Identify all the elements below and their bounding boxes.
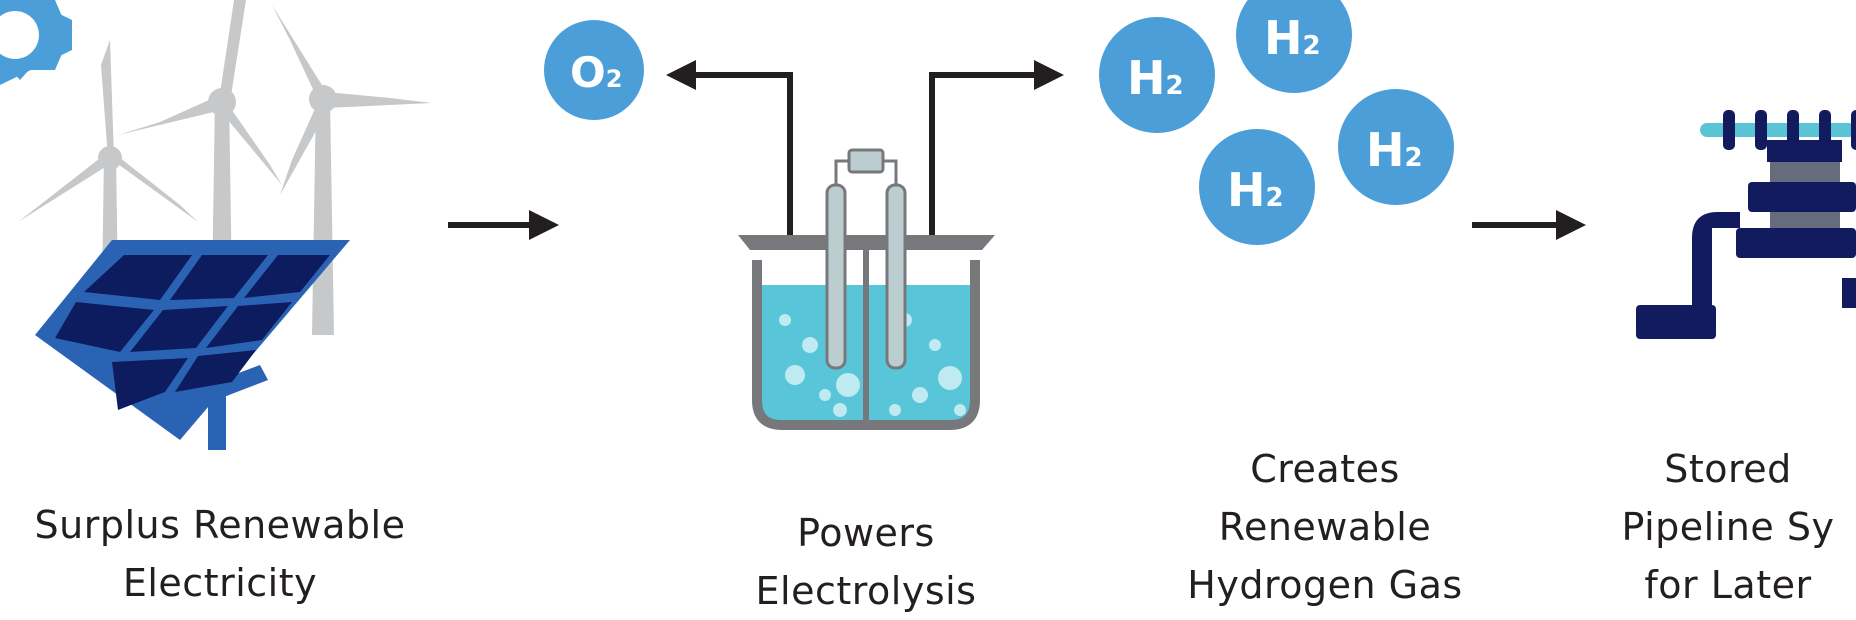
electrolysis-beaker-icon (738, 148, 995, 430)
pipeline-valve-icon (1636, 110, 1856, 339)
oxygen-molecule: O2 (544, 20, 644, 120)
hydrogen-molecule: H2 (1099, 17, 1215, 133)
svg-text:O2: O2 (570, 48, 622, 97)
wind-turbine-icon (18, 0, 432, 335)
hydrogen-outflow-arrow (929, 60, 1064, 243)
step-caption-electrolysis: Powers Electrolysis (755, 511, 977, 613)
hydrogen-molecule: H2 (1236, 0, 1352, 93)
svg-text:H2: H2 (1127, 51, 1184, 105)
solar-panel-icon (35, 240, 350, 450)
hydrogen-molecule: H2 (1338, 89, 1454, 205)
oxygen-outflow-arrow (666, 60, 793, 243)
step-caption-storage: Stored Pipeline Sy for Later (1621, 447, 1835, 607)
svg-text:H2: H2 (1366, 123, 1423, 177)
step-caption-hydrogen: Creates Renewable Hydrogen Gas (1187, 447, 1463, 607)
molecule-icon: H2 H2 H2 H2 (1099, 0, 1454, 245)
sun-icon (0, 0, 72, 85)
hydrogen-molecule: H2 (1199, 129, 1315, 245)
svg-text:H2: H2 (1264, 11, 1321, 65)
svg-text:H2: H2 (1227, 163, 1284, 217)
step-caption-electricity: Surplus Renewable Electricity (34, 503, 406, 605)
